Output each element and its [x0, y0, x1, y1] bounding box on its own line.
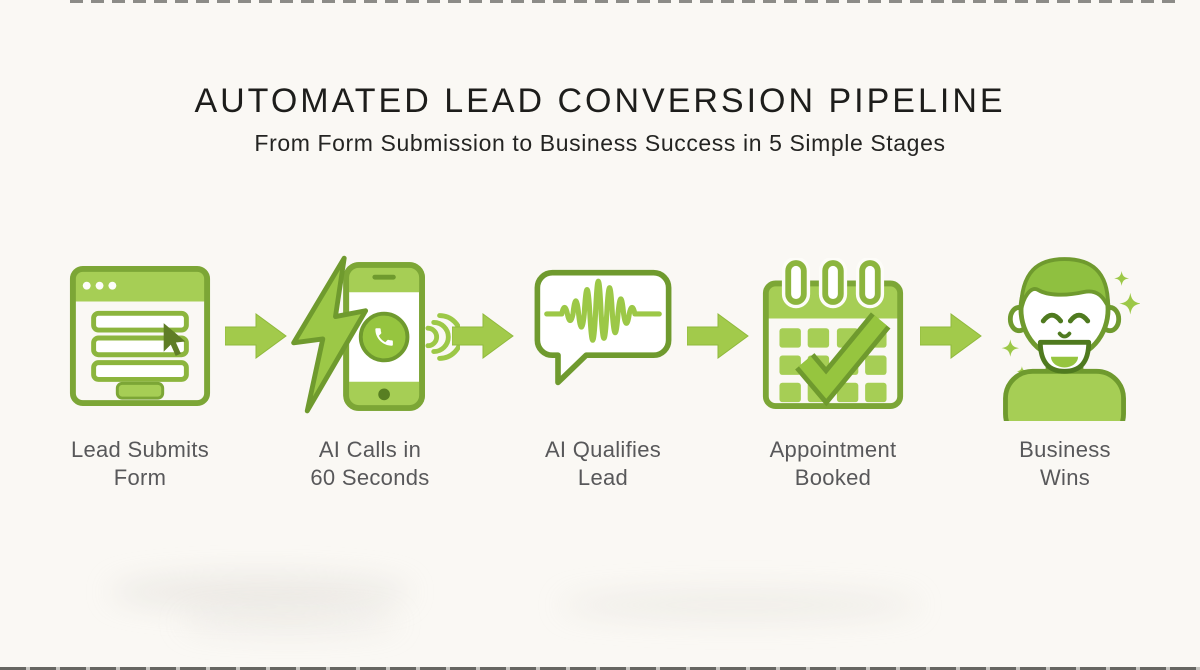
stage-ai-qualifies: AI Qualifies Lead — [503, 248, 703, 492]
background-smudge — [110, 575, 410, 609]
page-subtitle: From Form Submission to Business Success… — [254, 130, 946, 156]
stage-ai-calls: AI Calls in 60 Seconds — [270, 248, 470, 492]
right-arrow-icon — [224, 313, 287, 359]
stage-label: Appointment Booked — [769, 437, 897, 490]
right-arrow-icon — [919, 313, 982, 359]
stage-label: Business Wins — [1019, 437, 1111, 490]
background-smudge — [560, 590, 920, 620]
stage-business-wins: Business Wins — [965, 248, 1165, 492]
stage-appointment-booked: Appointment Booked — [733, 248, 933, 492]
background-smudge — [180, 612, 400, 634]
stage-label: AI Calls in 60 Seconds — [310, 437, 430, 490]
right-arrow-icon — [451, 313, 514, 359]
stage-lead-submits-form: Lead Submits Form — [40, 248, 240, 492]
lightning-phone-call-icon — [270, 248, 470, 424]
speech-bubble-waveform-icon — [503, 248, 703, 424]
happy-person-icon — [965, 248, 1165, 424]
calendar-check-icon — [733, 248, 933, 424]
stage-label: AI Qualifies Lead — [544, 437, 662, 490]
top-edge-dashed-line — [70, 0, 1175, 3]
right-arrow-icon — [686, 313, 749, 359]
page-title: AUTOMATED LEAD CONVERSION PIPELINE — [194, 82, 1006, 120]
form-submit-icon — [40, 248, 240, 424]
stage-label: Lead Submits Form — [70, 437, 210, 490]
